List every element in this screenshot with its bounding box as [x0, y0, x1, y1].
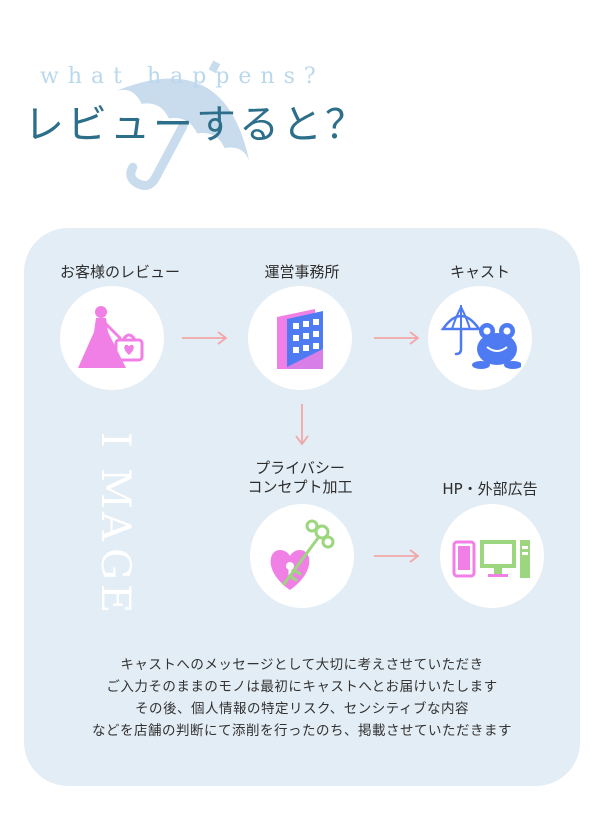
publish-node: [440, 504, 544, 608]
publish-label: HP・外部広告: [442, 480, 538, 498]
cast-label: キャスト: [449, 263, 511, 281]
side-letter: G: [92, 548, 138, 580]
page-subtitle: what happens?: [40, 64, 325, 89]
privacy-label-line2: コンセプト加工: [247, 478, 353, 496]
phone-monitor-icon: [452, 540, 530, 578]
description-text: キャストへのメッセージとして大切に考えさせていただき ご入力そのままのモノは最初…: [24, 654, 580, 742]
arrow-right-icon: [374, 549, 420, 563]
privacy-label-line1: プライバシー: [255, 459, 345, 477]
side-letter: E: [92, 584, 138, 612]
description-line: キャストへのメッセージとして大切に考えさせていただき: [120, 657, 484, 673]
privacy-label: プライバシー コンセプト加工: [247, 459, 352, 497]
vertical-image-word: I M A G E: [92, 432, 138, 612]
customer-review-label: お客様のレビュー: [59, 263, 181, 281]
description-line: ご入力そのままのモノは最初にキャストへとお届けいたします: [106, 679, 498, 695]
umbrella-frog-icon: [440, 305, 521, 369]
umbrella-background-icon: [116, 60, 250, 190]
woman-shopping-icon: [78, 306, 144, 368]
customer-review-node: [60, 286, 164, 390]
office-label: 運営事務所: [264, 263, 340, 281]
description-line: などを店舗の判断にて添削を行ったのち、掲載させていただきます: [92, 723, 512, 739]
arrow-right-icon: [374, 331, 420, 345]
page-title: レビューすると？: [24, 102, 368, 148]
description-line: その後、個人情報の特定リスク、センシティブな内容: [135, 701, 469, 717]
privacy-node: [250, 504, 354, 608]
office-node: [248, 286, 352, 390]
arrow-right-icon: [182, 331, 228, 345]
cast-node: [428, 286, 532, 390]
side-letter: A: [92, 511, 138, 542]
side-letter: M: [92, 468, 138, 509]
arrow-down-icon: [295, 404, 309, 446]
heart-lock-key-icon: [270, 519, 335, 590]
office-building-icon: [277, 309, 323, 369]
side-letter: I: [92, 432, 138, 448]
